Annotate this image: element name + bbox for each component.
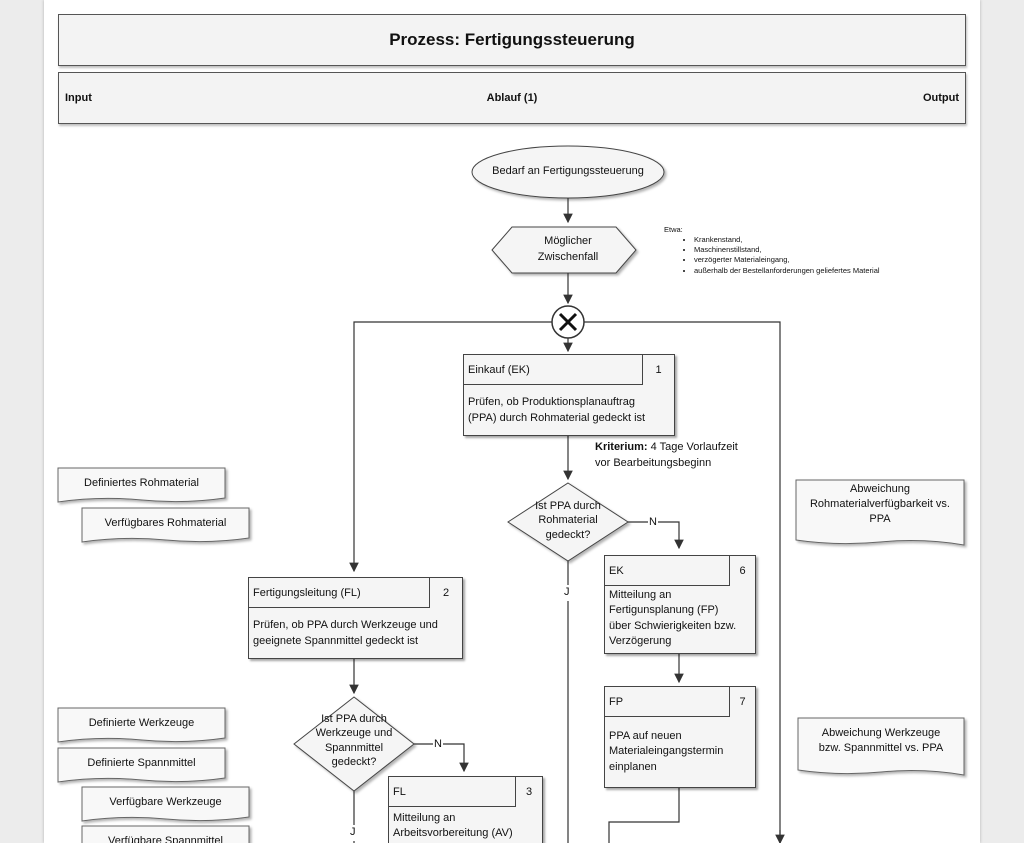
step-7-number: 7 — [729, 687, 755, 717]
step-6-text-line: Mitteilung an — [609, 589, 672, 601]
input-doc-6-shape — [81, 825, 250, 843]
step-1-role: Einkauf (EK) — [464, 355, 642, 385]
input-doc-4-label: Definierte Spannmittel — [87, 757, 196, 769]
decision-2-line: gedeckt? — [331, 755, 377, 768]
decision-1-line: Ist PPA durch — [535, 500, 601, 512]
output-doc-1-label: Abweichung Rohmaterialverfügbarkeit vs. … — [796, 482, 964, 527]
criterion-line-1: Kriterium: 4 Tage Vorlaufzeit — [595, 440, 795, 456]
step-6-text: Mitteilung an Fertigunsplanung (FP) über… — [609, 588, 736, 650]
decision-1-no-label: N — [648, 515, 658, 531]
swimlane-header: Input Ablauf (1) Output — [58, 72, 966, 124]
decision-1-line: Rohmaterial — [538, 514, 598, 527]
step-6-text-line: Fertigunsplanung (FP) — [609, 604, 719, 617]
start-event-label: Bedarf an Fertigungssteuerung — [492, 165, 644, 177]
input-doc-6-label: Verfügbare Spannmittel — [108, 835, 223, 843]
input-docs — [57, 467, 250, 843]
output-doc-2-shape — [797, 717, 965, 776]
column-ablauf-label: Ablauf (1) — [486, 92, 538, 104]
criterion-text-1: 4 Tage Vorlaufzeit — [647, 441, 738, 453]
step-3-text-line: Mitteilung an — [393, 812, 456, 824]
step-6-text-line: über Schwierigkeiten bzw. — [609, 619, 737, 632]
input-doc-3-label: Definierte Werkzeuge — [88, 717, 195, 729]
step-7-role: FP — [605, 687, 729, 717]
decision-1-line: gedeckt? — [545, 528, 591, 541]
decision-2-no-label: N — [433, 737, 443, 753]
step-7-text: PPA auf neuen Materialeingangstermin ein… — [609, 729, 723, 775]
output-doc-1-line: PPA — [869, 512, 891, 525]
decision-2-yes-label: J — [350, 825, 356, 841]
process-title: Prozess: Fertigungssteuerung — [389, 30, 635, 49]
input-doc-1-shape — [57, 467, 226, 503]
decision-2-line: Spannmittel — [324, 741, 384, 754]
input-doc-2-shape — [81, 507, 250, 543]
output-doc-1-line: Rohmaterialverfügbarkeit vs. — [809, 497, 950, 510]
criterion-note: Kriterium: 4 Tage Vorlaufzeit vor Bearbe… — [595, 440, 795, 472]
incident-note: Etwa: Krankenstand, Maschinenstillstand,… — [664, 225, 944, 276]
input-doc-4-shape — [57, 747, 226, 783]
input-doc-2-label: Verfügbares Rohmaterial — [104, 517, 227, 529]
process-page: Prozess: Fertigungssteuerung Input Ablau… — [44, 0, 980, 843]
step-1-box: Einkauf (EK) 1 Prüfen, ob Produktionspla… — [463, 354, 675, 436]
step-7-text-line: einplanen — [609, 760, 657, 773]
output-doc-2-line: bzw. Spannmittel vs. PPA — [818, 742, 944, 755]
decision-1-yes-label: J — [564, 585, 570, 601]
criterion-line-2: vor Bearbeitungsbeginn — [595, 456, 712, 469]
column-output-label: Output — [922, 92, 959, 104]
output-doc-1-shape — [795, 479, 965, 546]
input-doc-5-label: Verfügbare Werkzeuge — [109, 796, 222, 808]
step-1-text-line: (PPA) durch Rohmaterial gedeckt ist — [468, 411, 646, 424]
input-doc-3-shape — [57, 707, 226, 743]
step-3-number: 3 — [515, 777, 542, 807]
step-7-text-line: Materialeingangstermin — [609, 745, 724, 758]
step-2-box: Fertigungsleitung (FL) 2 Prüfen, ob PPA … — [248, 577, 463, 659]
step-2-text-line: Prüfen, ob PPA durch Werkzeuge und — [253, 619, 438, 631]
decision-2-label: Ist PPA durch Werkzeuge und Spannmittel … — [304, 712, 404, 769]
step-3-text-line: Arbeitsvorbereitung (AV) — [393, 827, 513, 840]
step-6-box: EK 6 Mitteilung an Fertigunsplanung (FP)… — [604, 555, 756, 654]
step-6-number: 6 — [729, 556, 755, 586]
decision-2-line: Werkzeuge und — [315, 727, 393, 740]
incident-note-item: Krankenstand, — [694, 235, 944, 245]
incident-note-item: außerhalb der Bestellanforderungen gelie… — [694, 266, 944, 276]
decision-2-line: Ist PPA durch — [321, 713, 387, 725]
step-3-text: Mitteilung an Arbeitsvorbereitung (AV) — [393, 811, 513, 842]
output-doc-2-line: Abweichung Werkzeuge — [821, 727, 941, 739]
step-2-text-line: geeignete Spannmittel gedeckt ist — [253, 634, 419, 647]
step-2-text: Prüfen, ob PPA durch Werkzeuge und geeig… — [253, 618, 438, 650]
step-3-box: FL 3 Mitteilung an Arbeitsvorbereitung (… — [388, 776, 543, 843]
step-6-role: EK — [605, 556, 729, 586]
incident-note-item: verzögerter Materialeingang, — [694, 255, 944, 265]
incident-event-label: Möglicher Zwischenfall — [506, 234, 630, 266]
output-docs — [795, 479, 965, 776]
step-2-role: Fertigungsleitung (FL) — [249, 578, 429, 608]
input-doc-5-shape — [81, 786, 250, 822]
incident-note-list: Krankenstand, Maschinenstillstand, verzö… — [664, 235, 944, 276]
incident-event-line-2: Zwischenfall — [537, 250, 599, 263]
column-input-label: Input — [65, 92, 92, 104]
connector-lines — [349, 198, 785, 843]
step-1-number: 1 — [642, 355, 674, 385]
input-doc-1-label: Definiertes Rohmaterial — [84, 477, 199, 489]
output-doc-2-label: Abweichung Werkzeuge bzw. Spannmittel vs… — [798, 726, 964, 757]
criterion-label: Kriterium: — [595, 441, 648, 453]
step-7-box: FP 7 PPA auf neuen Materialeingangstermi… — [604, 686, 756, 788]
step-6-text-line: Verzögerung — [609, 635, 672, 648]
flow-connectors — [57, 145, 965, 843]
incident-note-intro: Etwa: — [664, 225, 683, 234]
step-1-text-line: Prüfen, ob Produktionsplanauftrag — [468, 396, 635, 408]
incident-event-shape — [491, 226, 637, 274]
decision-1-label: Ist PPA durch Rohmaterial gedeckt? — [518, 499, 618, 542]
incident-note-item: Maschinenstillstand, — [694, 245, 944, 255]
process-title-box: Prozess: Fertigungssteuerung — [58, 14, 966, 66]
step-3-role: FL — [389, 777, 515, 807]
step-7-text-line: PPA auf neuen — [609, 730, 682, 742]
step-1-text: Prüfen, ob Produktionsplanauftrag (PPA) … — [468, 395, 645, 427]
step-2-number: 2 — [429, 578, 462, 608]
incident-event-line-1: Möglicher — [544, 235, 592, 247]
output-doc-1-line: Abweichung — [850, 483, 910, 495]
xor-gateway-x — [558, 312, 578, 332]
